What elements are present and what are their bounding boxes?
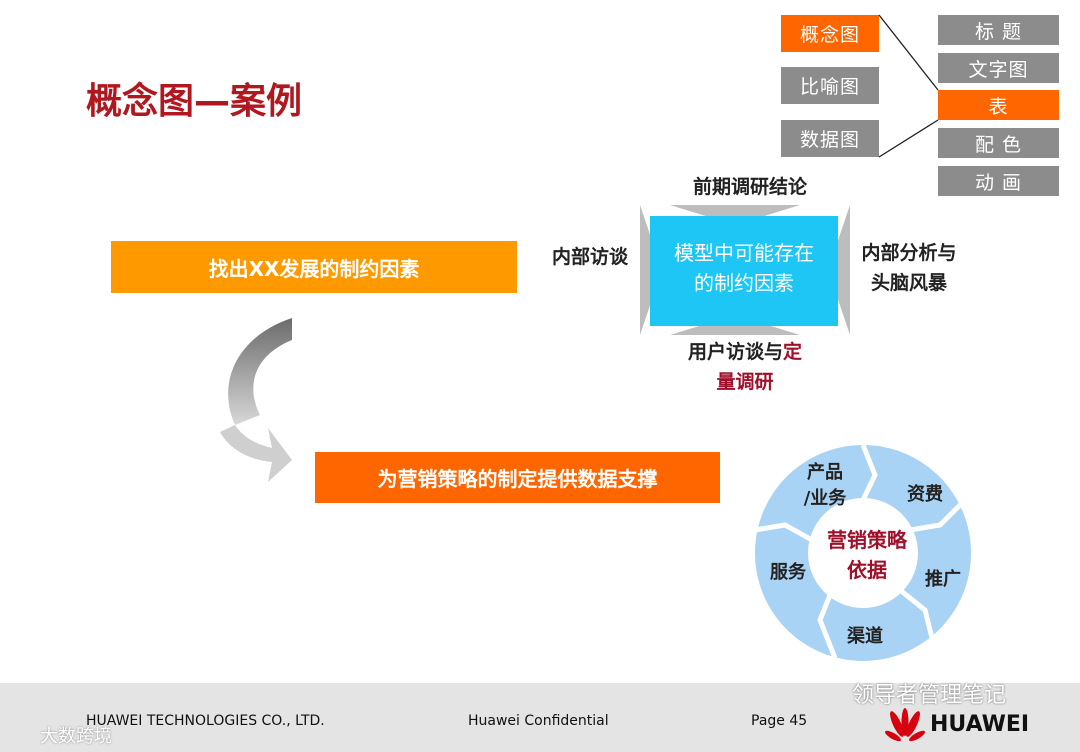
page-title: 概念图—案例: [86, 81, 303, 122]
segment-product: 产品/业务: [780, 460, 870, 512]
watermark-source: 大数跨境: [40, 726, 112, 747]
huawei-logo-icon: [885, 708, 925, 742]
huawei-brand: HUAWEI: [930, 712, 1030, 737]
label-internal-interview: 内部访谈: [551, 246, 628, 268]
seg-product: 产品: [807, 462, 843, 483]
connector-lines: [878, 14, 939, 158]
constraint-factors-bar: 找出XX发展的制约因素: [111, 241, 517, 293]
bottom-red1: 定: [783, 341, 803, 363]
model-center-text: 模型中可能存在的制约因素: [650, 238, 838, 298]
marketing-cycle: [754, 444, 971, 661]
footer-company: HUAWEI TECHNOLOGIES CO., LTD.: [86, 713, 325, 729]
label-internal-analysis: 内部分析与头脑风暴: [850, 238, 968, 298]
footer-confidential: Huawei Confidential: [468, 713, 609, 729]
cycle-center-2: 依据: [847, 558, 887, 582]
segment-fees: 资费: [907, 484, 943, 505]
label-user-interview: 用户访谈与定量调研: [660, 337, 830, 397]
bottom-black: 用户访谈与: [687, 341, 783, 363]
cycle-center-1: 营销策略: [827, 528, 907, 552]
cycle-center-text: 营销策略依据: [812, 525, 922, 585]
model-diagram: [640, 205, 850, 335]
nav-animation[interactable]: 动 画: [938, 166, 1059, 196]
watermark-wechat: 领导者管理笔记: [852, 683, 1007, 708]
right-line-1: 内部分析与: [861, 242, 957, 264]
footer-page: Page 45: [751, 713, 808, 729]
label-prior-research: 前期调研结论: [692, 176, 807, 198]
nav-metaphor-map[interactable]: 比喻图: [781, 67, 879, 104]
nav-color[interactable]: 配 色: [938, 128, 1059, 158]
nav-data-map[interactable]: 数据图: [781, 120, 879, 157]
nav-concept-map[interactable]: 概念图: [781, 15, 879, 52]
segment-promotion: 推广: [925, 569, 961, 590]
seg-business: /业务: [803, 488, 847, 509]
bottom-red2: 量调研: [716, 371, 774, 393]
curved-arrow-icon: [220, 318, 292, 482]
nav-title[interactable]: 标 题: [938, 15, 1059, 45]
nav-text-map[interactable]: 文字图: [938, 53, 1059, 83]
segment-channel: 渠道: [847, 626, 883, 647]
nav-table[interactable]: 表: [938, 90, 1059, 120]
marketing-support-bar: 为营销策略的制定提供数据支撑: [315, 452, 720, 503]
segment-service: 服务: [770, 562, 806, 583]
right-line-2: 头脑风暴: [870, 272, 947, 294]
center-line-1: 模型中可能存在: [674, 241, 814, 265]
center-line-2: 的制约因素: [694, 271, 794, 295]
